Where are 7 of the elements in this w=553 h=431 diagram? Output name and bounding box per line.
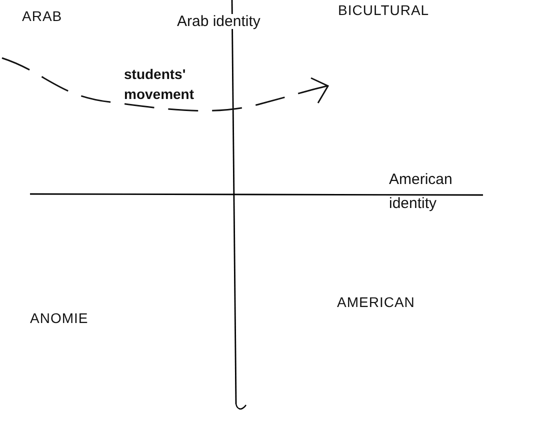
quadrant-label: ARAB	[22, 9, 62, 23]
quadrant-label: ANOMIE	[30, 311, 88, 325]
axis-label: Arab identity	[176, 14, 262, 29]
axis-label: American identity	[389, 170, 454, 214]
quadrant-label: AMERICAN	[337, 295, 415, 309]
arrow-label: students' movement	[124, 65, 196, 104]
quadrant-label: BICULTURAL	[338, 3, 430, 17]
